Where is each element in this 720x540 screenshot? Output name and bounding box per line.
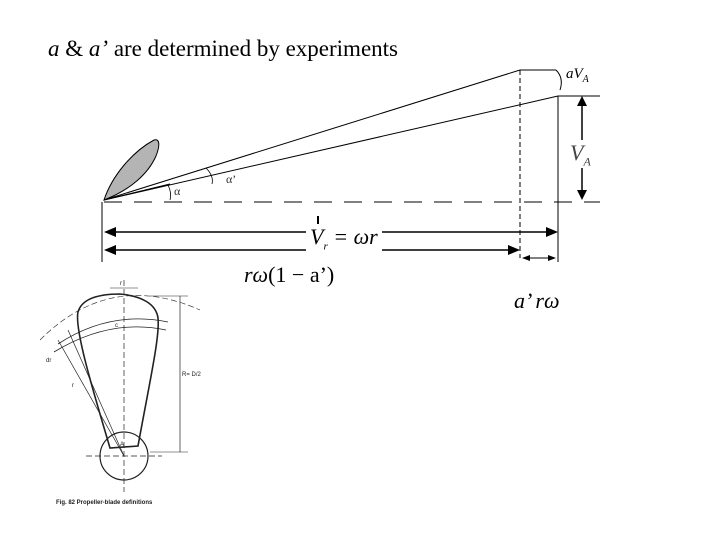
vr-arrowhead-left [104, 227, 116, 237]
resultant-line-lower [103, 95, 559, 201]
radius-line [57, 339, 125, 457]
alpha-prime-arc [205, 167, 213, 185]
arw-arrowhead-left [522, 255, 530, 261]
va-arrowhead-up [577, 96, 587, 106]
label-alpha: α [174, 184, 181, 198]
propeller-figure [39, 280, 201, 492]
blade-airfoil [103, 139, 160, 201]
aVA-connector [555, 69, 562, 91]
figure-caption: Fig. 82 Propeller-blade definitions [56, 500, 153, 506]
rw-arrowhead-left [104, 245, 116, 255]
alpha-arc [167, 184, 172, 201]
label-VA: VA [570, 140, 591, 169]
rw-arrowhead-right [508, 245, 520, 255]
vr-arrowhead-right [546, 227, 558, 237]
fig-label-R: R= D/2 [182, 372, 201, 378]
label-rw-one-minus-a: rω(1 − a’) [244, 262, 335, 287]
fig-label-r-top: r [120, 281, 122, 287]
fig-label-c: c [115, 323, 118, 329]
resultant-line-upper [103, 69, 521, 201]
fig-label-r-side: r [72, 383, 74, 389]
fig-label-dr: dr [46, 358, 52, 364]
label-Vr: Vr = ωr [306, 224, 382, 253]
fig-label-center: A [120, 442, 125, 448]
label-arw: a’ rω [514, 288, 560, 313]
label-alpha-prime: α’ [226, 172, 237, 186]
label-aVA: aVA [566, 66, 589, 85]
slide-title: a & a’ are determined by experiments [48, 36, 398, 61]
arw-arrowhead-right [548, 255, 556, 261]
va-arrowhead-down [577, 190, 587, 200]
blade-outline [76, 293, 160, 449]
